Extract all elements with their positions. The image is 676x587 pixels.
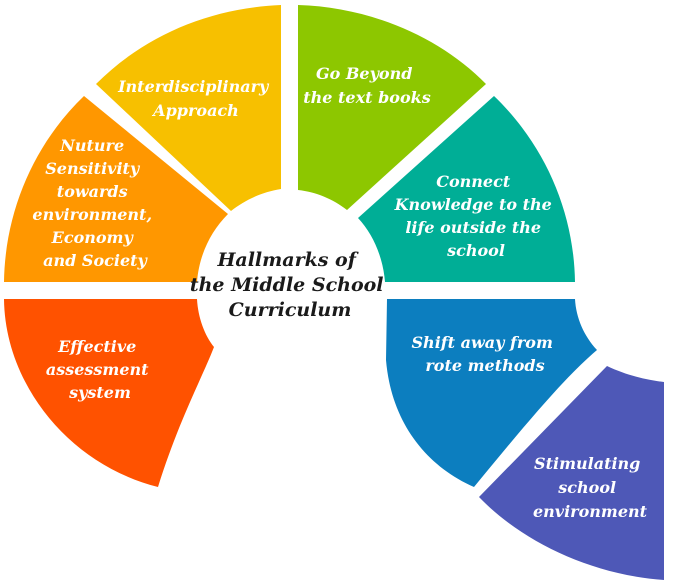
segment-interdisciplinary-line-2: Approach	[151, 101, 239, 120]
segment-connect-knowledge: Connect Knowledge to the life outside th…	[358, 96, 575, 282]
segment-connect-knowledge-line-3: life outside the	[405, 218, 541, 237]
segment-sensitivity-shape	[4, 96, 228, 282]
segment-rote-methods-line-1: Shift away from	[412, 333, 553, 352]
segment-interdisciplinary-line-1: Interdisciplinary	[117, 77, 270, 96]
segment-assessment: Effective assessment system	[4, 299, 214, 487]
segment-assessment-line-1: Effective	[57, 337, 136, 356]
segment-connect-knowledge-label: Connect Knowledge to the life outside th…	[394, 172, 558, 260]
segment-beyond-textbooks-label: Go Beyond the text books	[303, 64, 430, 107]
segment-sensitivity: Nuture Sensitivity towards environment, …	[4, 96, 228, 282]
segment-sensitivity-line-4: environment,	[32, 205, 152, 224]
segment-connect-knowledge-line-2: Knowledge to the	[394, 195, 552, 214]
segment-beyond-textbooks: Go Beyond the text books	[298, 5, 486, 210]
segment-connect-knowledge-line-1: Connect	[436, 172, 511, 191]
segment-assessment-line-3: system	[68, 383, 131, 402]
segment-sensitivity-line-3: towards	[57, 182, 128, 201]
segment-interdisciplinary: Interdisciplinary Approach	[96, 5, 281, 211]
center-title: Hallmarks of the Middle School Curriculu…	[190, 249, 390, 321]
segment-sensitivity-line-2: Sensitivity	[45, 159, 141, 178]
segment-stimulating-env: Stimulating school environment	[479, 366, 664, 580]
segment-connect-knowledge-shape	[358, 96, 575, 282]
segment-sensitivity-label: Nuture Sensitivity towards environment, …	[32, 136, 157, 270]
segment-rote-methods-label: Shift away from rote methods	[412, 333, 559, 375]
segment-interdisciplinary-shape	[96, 5, 281, 211]
segment-beyond-textbooks-line-2: the text books	[303, 88, 430, 107]
segment-sensitivity-line-5: Economy	[51, 228, 135, 247]
segment-interdisciplinary-label: Interdisciplinary Approach	[117, 77, 274, 120]
segment-stimulating-env-label: Stimulating school environment	[533, 454, 648, 521]
segment-assessment-shape	[4, 299, 214, 487]
segment-beyond-textbooks-line-1: Go Beyond	[316, 64, 412, 83]
center-title-line-2: the Middle School	[190, 274, 384, 296]
segment-rote-methods: Shift away from rote methods	[386, 299, 597, 487]
segment-stimulating-env-shape	[479, 366, 664, 580]
segment-stimulating-env-line-1: Stimulating	[534, 454, 640, 473]
segment-sensitivity-line-6: and Society	[43, 251, 148, 270]
segment-rote-methods-shape	[386, 299, 597, 487]
segment-assessment-label: Effective assessment system	[46, 337, 154, 402]
segment-assessment-line-2: assessment	[46, 360, 149, 379]
center-title-line-3: Curriculum	[229, 299, 352, 321]
segment-stimulating-env-line-2: school	[557, 478, 616, 497]
segment-beyond-textbooks-shape	[298, 5, 486, 210]
segment-sensitivity-line-1: Nuture	[59, 136, 124, 155]
center-title-line-1: Hallmarks of	[216, 249, 358, 271]
segment-rote-methods-line-2: rote methods	[425, 356, 544, 375]
segment-connect-knowledge-line-4: school	[446, 241, 505, 260]
segment-stimulating-env-line-3: environment	[533, 502, 648, 521]
